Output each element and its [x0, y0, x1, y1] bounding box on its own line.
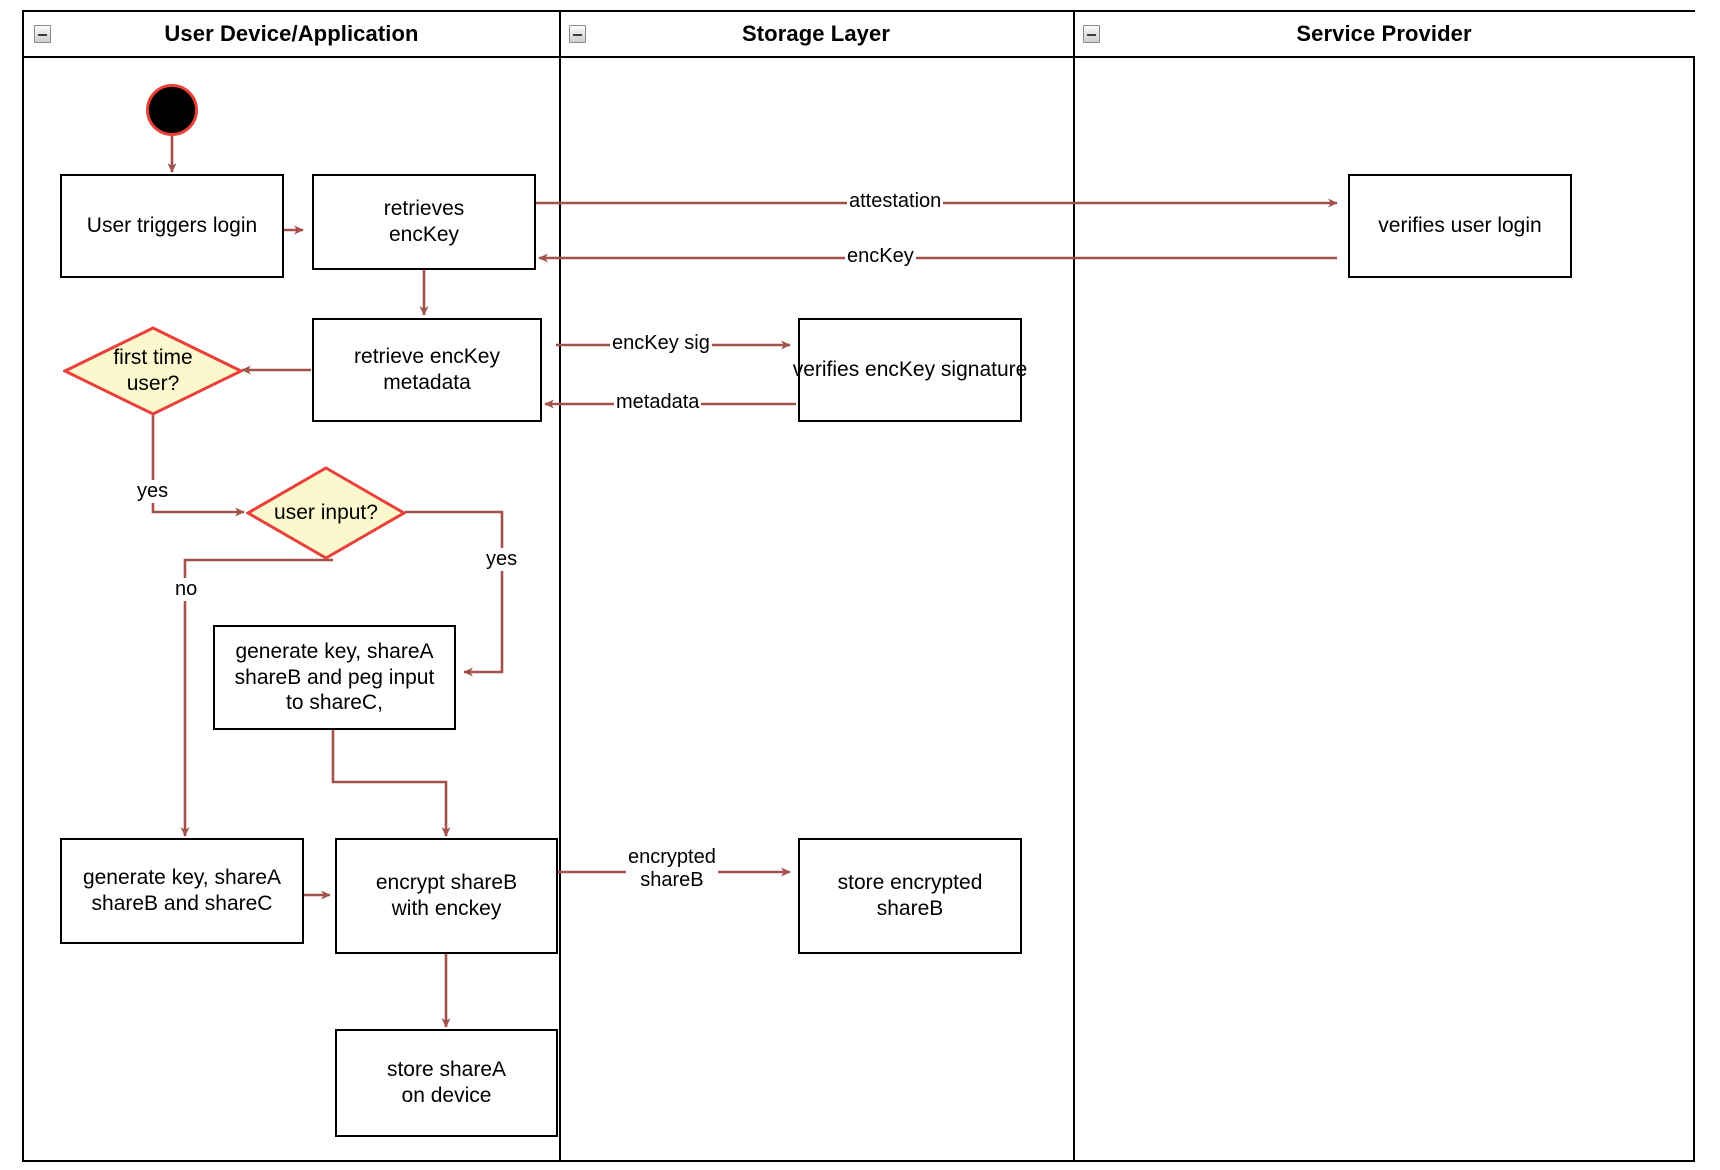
- action-retrieve-enckey-metadata[interactable]: retrieve encKey metadata: [312, 318, 542, 422]
- edge-label-attestation: attestation: [847, 190, 944, 213]
- edge-label-yes-first-time: yes: [135, 480, 171, 503]
- decision-label: user input?: [274, 501, 378, 525]
- action-generate-key-peg-input[interactable]: generate key, shareA shareB and peg inpu…: [213, 625, 456, 730]
- lane-header-user-device: User Device/Application: [24, 12, 559, 58]
- action-encrypt-shareb[interactable]: encrypt shareB with enckey: [335, 838, 558, 954]
- minus-icon[interactable]: [1083, 25, 1100, 43]
- action-user-triggers-login[interactable]: User triggers login: [60, 174, 284, 278]
- lane-header-service-provider: Service Provider: [1073, 12, 1695, 58]
- edge-label-yes-user-input: yes: [484, 548, 520, 571]
- edge-label-metadata: metadata: [614, 391, 702, 414]
- action-generate-key-shares[interactable]: generate key, shareA shareB and shareC: [60, 838, 304, 944]
- edge-label-encrypted-shareb: encrypted shareB: [626, 846, 718, 892]
- lane-title: User Device/Application: [164, 21, 419, 46]
- lane-divider-2: [1073, 12, 1075, 1160]
- edge-label-enckey: encKey: [845, 245, 916, 268]
- diamond-shape: [63, 326, 243, 416]
- decision-user-input[interactable]: user input?: [246, 466, 406, 560]
- edge-label-enckey-sig: encKey sig: [610, 332, 712, 355]
- lane-title: Service Provider: [1296, 21, 1472, 46]
- decision-label: first time user?: [113, 346, 193, 395]
- initial-node[interactable]: [146, 84, 198, 136]
- lane-title: Storage Layer: [741, 21, 891, 46]
- decision-first-time-user[interactable]: first time user?: [63, 326, 243, 416]
- action-store-sharea-on-device[interactable]: store shareA on device: [335, 1029, 558, 1137]
- action-retrieves-enckey[interactable]: retrieves encKey: [312, 174, 536, 270]
- lane-header-storage-layer: Storage Layer: [559, 12, 1073, 58]
- action-verifies-user-login[interactable]: verifies user login: [1348, 174, 1572, 278]
- diamond-shape: [246, 466, 406, 560]
- minus-icon[interactable]: [569, 25, 586, 43]
- minus-icon[interactable]: [34, 25, 51, 43]
- action-verifies-enckey-signature[interactable]: verifies encKey signature: [793, 318, 1027, 422]
- edge-label-no-user-input: no: [173, 578, 200, 601]
- lane-divider-1: [559, 12, 561, 1160]
- action-store-encrypted-shareb[interactable]: store encrypted shareB: [798, 838, 1022, 954]
